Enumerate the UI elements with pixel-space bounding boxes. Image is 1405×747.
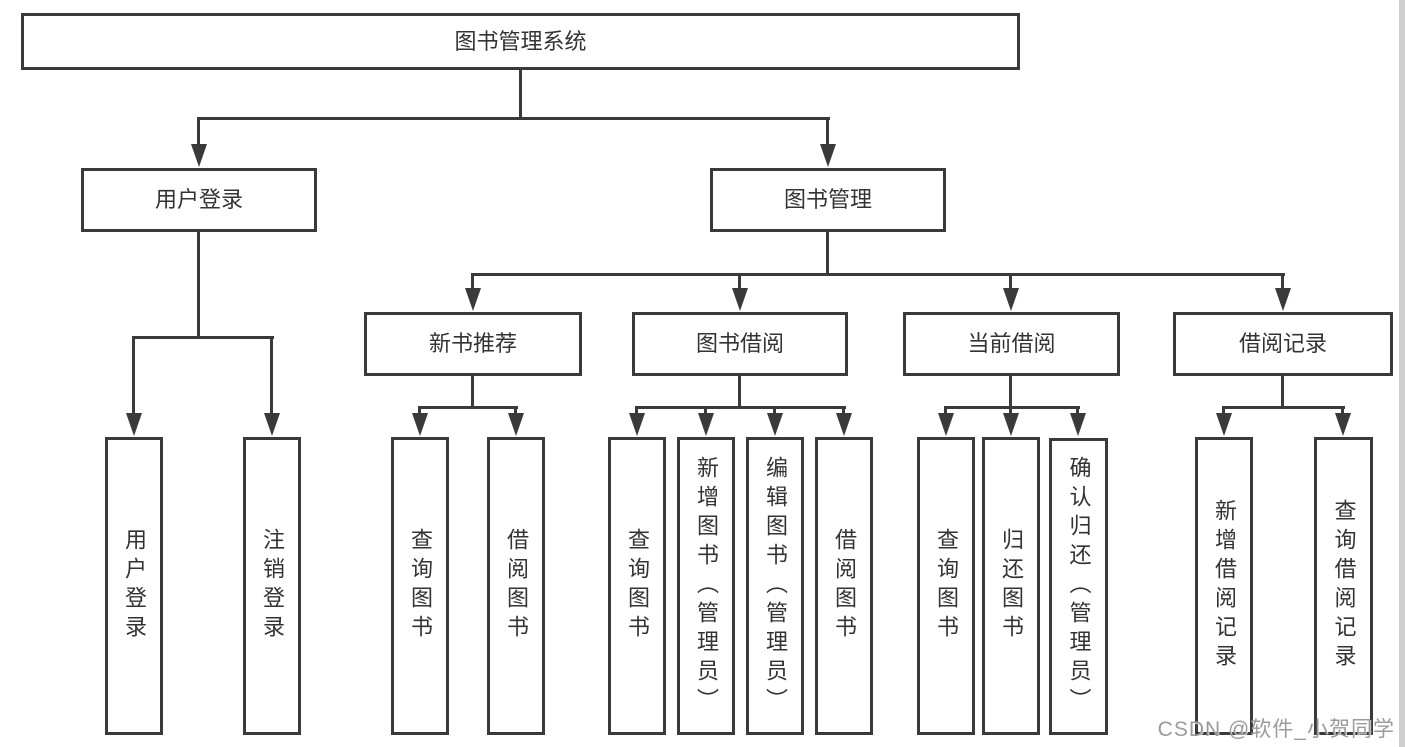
connector-line [270,336,273,414]
leaf-user-login: 用户登录 [105,437,163,735]
arrow-head [698,413,714,436]
arrow-head [1070,413,1086,436]
leaf-label: 查询图书 [625,528,650,644]
leaf-borrow-edit-books-admin: 编辑图书（管理员） [746,437,804,735]
leaf-borrow-add-books-admin: 新增图书（管理员） [677,437,735,735]
arrow-head [126,413,142,436]
connector-line [197,117,200,147]
leaf-label: 查询图书 [408,528,433,644]
connector-line [738,273,741,290]
connector-line [1076,406,1079,416]
connector-line [519,69,522,119]
connector-line [418,406,421,416]
leaf-borrow-query-books: 查询图书 [608,437,666,735]
connector-line [1281,273,1284,290]
arrow-head [836,413,852,436]
connector-line [826,232,829,276]
connector-line [1281,376,1284,409]
arrow-head [412,413,428,436]
connector-line [635,406,846,409]
leaf-label: 确认归还（管理员） [1066,456,1092,717]
leaf-records-add-record: 新增借阅记录 [1195,437,1253,735]
connector-line [944,406,947,416]
connector-line [1009,273,1012,290]
leaf-current-confirm-return-admin: 确认归还（管理员） [1049,438,1108,735]
node-current-borrow: 当前借阅 [903,312,1120,376]
connector-line [842,406,845,416]
connector-line [1222,406,1225,416]
leaf-current-return-books: 归还图书 [982,437,1040,735]
arrow-head [191,144,207,167]
connector-line [197,117,830,120]
node-new-book-recommend: 新书推荐 [364,312,582,376]
arrow-head [767,413,783,436]
connector-line [1009,376,1012,409]
connector-line [514,406,517,416]
connector-line [197,232,200,338]
arrow-head [732,288,748,311]
connector-line [1341,406,1344,416]
leaf-label: 用户登录 [122,528,147,644]
watermark: CSDN @软件_小贺同学 [1157,718,1395,741]
connector-line [132,336,135,414]
connector-line [826,117,829,147]
node-book-management: 图书管理 [710,168,946,232]
arrow-head [938,413,954,436]
connector-line [132,336,274,339]
leaf-current-query-books: 查询图书 [917,437,975,735]
connector-line [704,406,707,416]
connector-line [471,273,1285,276]
arrow-head [1003,413,1019,436]
leaf-label: 借阅图书 [832,528,857,644]
leaf-logout: 注销登录 [243,437,301,735]
leaf-label: 注销登录 [260,528,285,644]
connector-line [773,406,776,416]
connector-line [738,376,741,409]
connector-line [635,406,638,416]
arrow-head [465,288,481,311]
arrow-head [1003,288,1019,311]
arrow-head [508,413,524,436]
right-edge-strip [1399,0,1405,747]
connector-line [1222,406,1345,409]
leaf-label: 查询图书 [934,528,959,644]
leaf-label: 新增借阅记录 [1212,499,1237,673]
leaf-recommend-borrow-books: 借阅图书 [487,437,545,735]
arrow-head [820,144,836,167]
arrow-head [1275,288,1291,311]
arrow-head [1335,413,1351,436]
connector-line [418,406,518,409]
connector-line [471,273,474,290]
leaf-borrow-borrow-books: 借阅图书 [815,437,873,735]
arrow-head [264,413,280,436]
leaf-label: 借阅图书 [504,528,529,644]
node-book-borrow: 图书借阅 [632,312,848,376]
leaf-label: 归还图书 [999,528,1024,644]
leaf-label: 查询借阅记录 [1331,499,1357,673]
leaf-recommend-query-books: 查询图书 [391,437,449,735]
arrow-head [629,413,645,436]
node-root: 图书管理系统 [21,13,1020,70]
connector-line [1009,406,1012,416]
node-user-login: 用户登录 [81,168,317,232]
leaf-label: 编辑图书（管理员） [763,455,788,717]
connector-line [471,376,474,409]
connector-line [944,406,1080,409]
arrow-head [1216,413,1232,436]
node-borrow-records: 借阅记录 [1173,312,1393,376]
leaf-label: 新增图书（管理员） [694,455,719,717]
leaf-records-query-record: 查询借阅记录 [1314,437,1373,735]
